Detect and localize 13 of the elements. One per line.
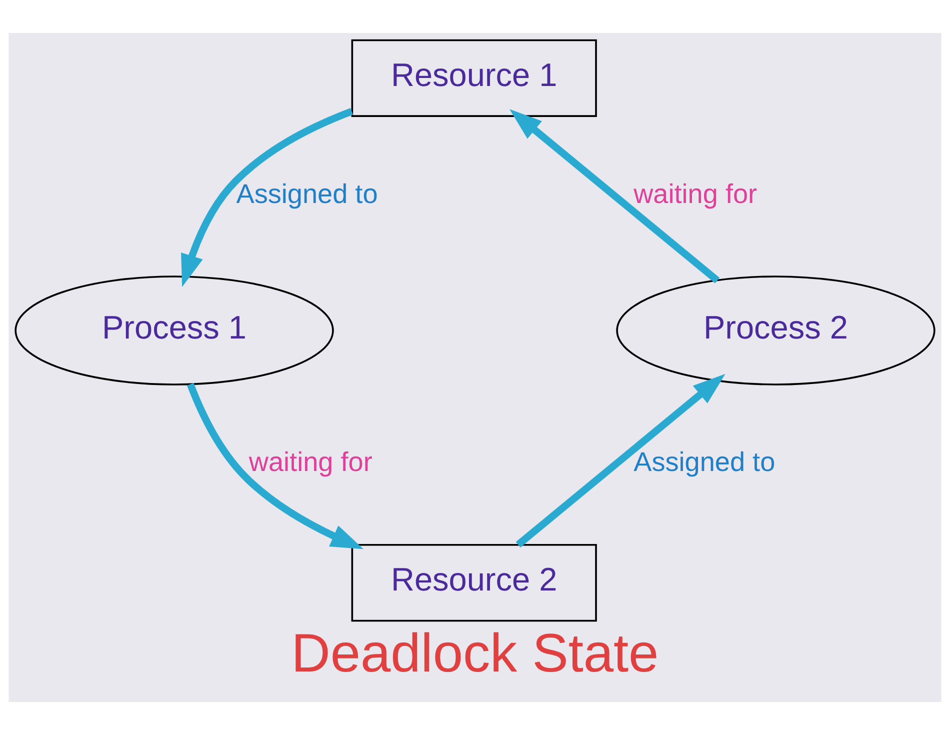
arrow — [516, 373, 726, 547]
arrow — [186, 382, 364, 549]
node-box: Resource 1 — [351, 38, 597, 116]
edge-label: Assigned to — [634, 445, 776, 476]
arrow — [510, 108, 720, 283]
arrow — [181, 107, 353, 287]
node-ellipse: Process 1 — [14, 275, 334, 385]
node-ellipse: Process 2 — [616, 275, 936, 385]
diagram-title: Deadlock State — [291, 622, 659, 683]
edge-label: Assigned to — [236, 177, 378, 208]
node-box: Resource 2 — [351, 543, 597, 622]
edge-label: waiting for — [634, 177, 758, 208]
edge-label: waiting for — [248, 445, 372, 476]
